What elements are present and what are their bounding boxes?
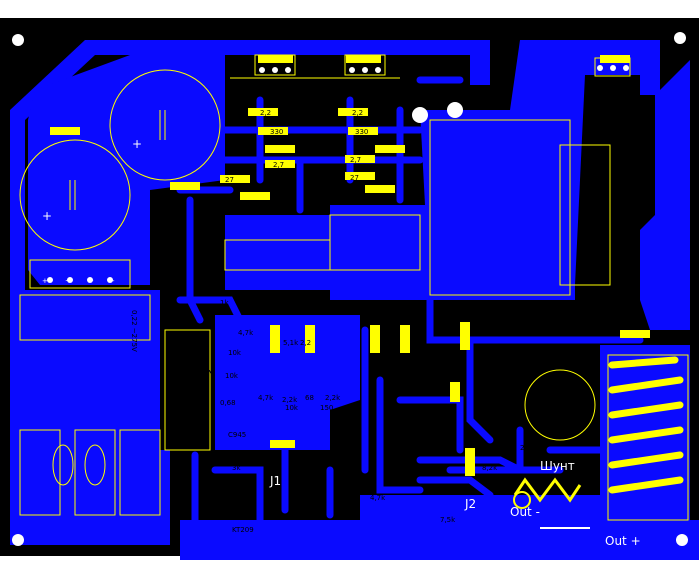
resistor-label: 7,5k	[440, 516, 456, 524]
resistor-label: 8,2k	[482, 464, 498, 472]
bridge-mark: -	[112, 277, 115, 285]
transistor-label: C945	[228, 431, 246, 439]
resistor-label: 27	[350, 174, 359, 182]
resistor-label: 10k	[225, 372, 239, 380]
resistor-label: 1k	[205, 499, 214, 507]
resistor-label: 27	[225, 176, 234, 184]
output-labels: Шунт Out - Out +	[510, 459, 641, 548]
film-cap-label: 0,22 ~275V	[172, 369, 214, 377]
shunt-element	[513, 477, 582, 509]
resistor-label: 2,2	[260, 109, 271, 117]
transistor-label: KT209	[232, 526, 254, 534]
silk-caps	[19, 54, 689, 521]
big-cap-2	[19, 139, 131, 251]
coil-outline	[607, 354, 689, 521]
drill-holes	[12, 32, 688, 546]
copper-ground-bus	[180, 520, 699, 560]
connector-label-j1: J1	[269, 474, 281, 488]
resistor-label: 2,2	[352, 109, 363, 117]
film-cap-1-outline	[19, 294, 151, 341]
resistor-label: 1k	[315, 474, 324, 482]
resistor-label: 2,2k	[282, 396, 298, 404]
big-cap-1	[109, 69, 221, 181]
resistor-label: 2k	[520, 444, 529, 452]
resistor-label: 39k	[440, 489, 454, 497]
polarity-mark: +	[132, 137, 142, 151]
resistor-label: 3k	[232, 464, 241, 472]
resistor-label: 4,7k	[238, 329, 254, 337]
copper-outer-ring	[10, 40, 490, 300]
resistor-label: 22	[492, 372, 501, 380]
out-plus-label: Out +	[605, 534, 641, 548]
resistor-label: 5,1k	[283, 339, 299, 347]
polarity-mark: +	[42, 209, 52, 223]
bridge-marks: + ~ ~ -	[42, 277, 115, 285]
heatsink-outline	[429, 119, 571, 296]
polarity-marks: + +	[42, 137, 142, 223]
silk-components	[50, 55, 650, 476]
resistor-label: 1k	[245, 474, 254, 482]
bridge-mark: ~	[88, 277, 94, 285]
film-cap-label: 0,22 ~275V	[130, 310, 138, 352]
resistor-label: 10k	[228, 349, 242, 357]
resistor-label: 10k	[285, 404, 299, 412]
resistor-label: 1k	[220, 299, 229, 307]
resistor-label: 4,7k	[370, 494, 386, 502]
bridge-mark: ~	[65, 277, 71, 285]
shunt-label: Шунт	[540, 459, 575, 473]
resistor-label-group: 2,2 2,2 330 330 2,7 2,7 27 27 1k 4,7k 2,…	[205, 109, 529, 524]
resistor-label: 2,7	[273, 161, 284, 169]
resistor-label: 150	[320, 404, 333, 412]
bridge-mark: +	[42, 277, 48, 285]
resistor-label: 2,7	[350, 156, 361, 164]
transformer-outline	[559, 144, 611, 286]
copper-right-rail	[640, 60, 690, 330]
connector-label-j2: J2	[464, 497, 476, 511]
resistor-label: 2,2k	[325, 394, 341, 402]
connector-labels: J1 J2	[269, 474, 476, 511]
resistor-label: 1k	[430, 464, 439, 472]
copper-center-pour	[225, 205, 430, 300]
transistor-labels: C945 KT209	[228, 431, 254, 534]
copper-transistor-pad	[420, 110, 575, 300]
film-cap-2-outline	[164, 329, 211, 451]
copper-left-lower	[10, 290, 170, 545]
resistor-label: 330	[270, 128, 283, 136]
capacitor-labels: 0,22 ~275V 0,22 ~275V	[130, 310, 214, 377]
resistor-label: 2,2	[300, 339, 311, 347]
resistor-label: 0,68	[220, 399, 236, 407]
resistor-label: 15k	[425, 404, 439, 412]
trimmer-outline	[524, 369, 596, 441]
bridge-outline	[29, 259, 131, 289]
resistor-label: 4,7k	[258, 394, 274, 402]
out-minus-label: Out -	[510, 505, 540, 519]
resistor-label: 330	[355, 128, 368, 136]
resistor-label: 3,9k	[395, 404, 411, 412]
resistor-label: 2,2	[340, 464, 351, 472]
copper-layer	[10, 40, 699, 560]
copper-left-pour	[28, 55, 225, 285]
resistor-label: 68	[305, 394, 314, 402]
output-coil	[608, 356, 684, 494]
resistor-label: 3k	[410, 404, 419, 412]
